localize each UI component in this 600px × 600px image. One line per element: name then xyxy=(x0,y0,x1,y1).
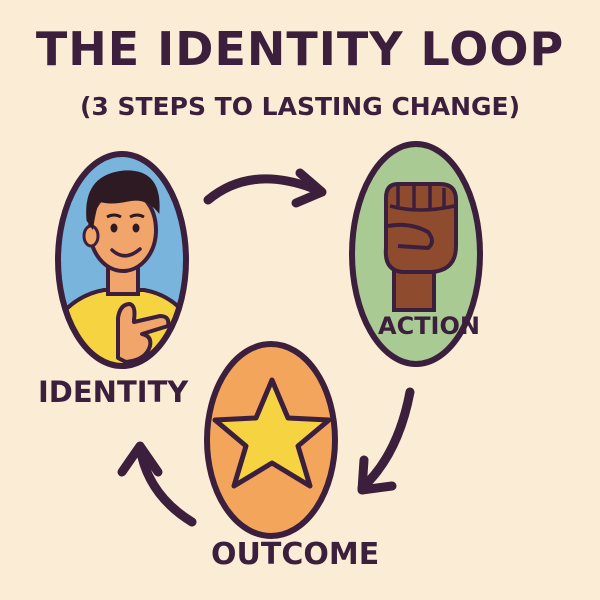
star-icon xyxy=(212,377,332,489)
arrow-outcome-to-identity xyxy=(117,441,197,527)
identity-node xyxy=(55,151,189,369)
outcome-label: OUTCOME xyxy=(211,537,380,572)
arrow-action-to-outcome xyxy=(357,387,415,495)
action-label: ACTION xyxy=(378,312,480,340)
identity-label: IDENTITY xyxy=(38,375,189,409)
outcome-node xyxy=(204,341,338,539)
arrow-identity-to-action xyxy=(203,168,327,208)
page-subtitle: (3 STEPS TO LASTING CHANGE) xyxy=(79,92,521,121)
action-node xyxy=(349,141,483,367)
raised-fist-icon xyxy=(383,182,458,312)
page-title: THE IDENTITY LOOP xyxy=(35,22,565,76)
